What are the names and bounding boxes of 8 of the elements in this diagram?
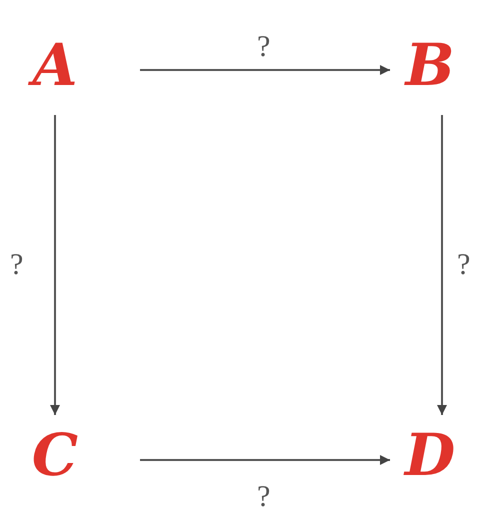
arrow xyxy=(50,115,60,415)
node-letter: B xyxy=(390,25,470,105)
node-letter: D xyxy=(390,420,470,490)
arrow xyxy=(437,115,447,415)
node-letter: A xyxy=(15,25,95,105)
arrow xyxy=(140,65,390,75)
node-letter: C xyxy=(15,420,95,490)
arrow xyxy=(140,455,390,465)
